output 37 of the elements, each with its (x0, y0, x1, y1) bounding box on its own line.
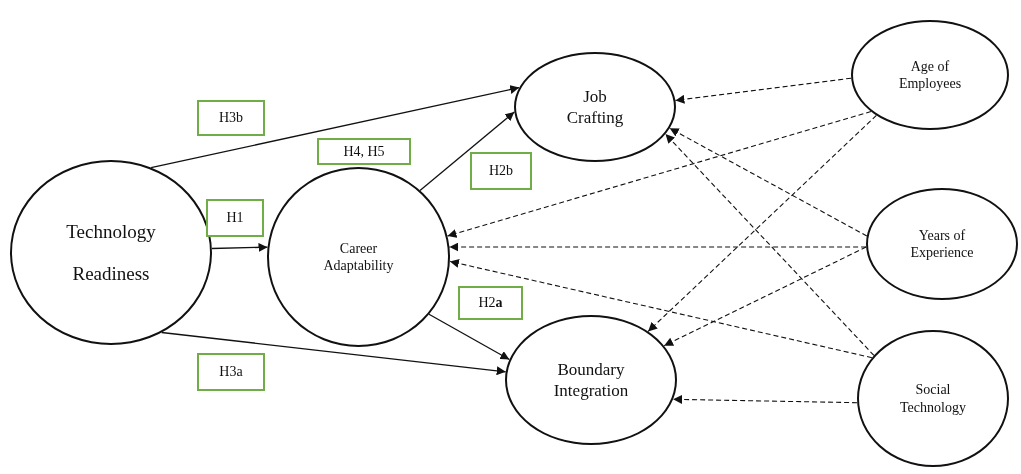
construct-ellipse (857, 330, 1009, 467)
dashed-arrow (664, 133, 875, 356)
construct-name: Years of Experience (909, 226, 975, 262)
construct-name: Job Crafting (565, 85, 625, 129)
hypothesis-label: H1 (226, 209, 244, 227)
hypothesis-label: H2a (478, 294, 503, 312)
arrow (161, 331, 507, 376)
dashed-arrow (672, 394, 858, 404)
dashed-arrow (663, 246, 867, 347)
hypothesis-label-box (470, 152, 532, 190)
construct-name: Career Adaptability (322, 239, 395, 275)
hypothesis-label-box (197, 100, 265, 136)
dashed-arrow (669, 127, 868, 237)
hypothesis-label-box (206, 199, 264, 237)
arrow (419, 111, 515, 192)
dashed-arrow (449, 259, 873, 359)
construct-ellipse (851, 20, 1009, 130)
hypothesis-label: H4, H5 (343, 142, 385, 161)
construct-name: Social Technology (899, 381, 967, 416)
arrow (211, 242, 269, 252)
hypothesis-label: H3a (219, 363, 243, 381)
dashed-arrow (448, 242, 867, 252)
dashed-arrow (674, 77, 852, 104)
hypothesis-label-box (458, 286, 523, 320)
arrow (428, 313, 511, 361)
hypothesis-label-box (317, 138, 411, 165)
construct-ellipse (866, 188, 1018, 300)
hypothesis-label: H2b (488, 162, 514, 180)
construct-name: Age of Employees (897, 57, 963, 93)
hypothesis-label: H3b (218, 109, 244, 127)
dashed-arrow (647, 114, 877, 332)
construct-ellipse (267, 167, 450, 347)
hypothesis-label-box (197, 353, 265, 391)
construct-name: Boundary Integration (552, 358, 630, 402)
arrow (150, 85, 520, 169)
construct-name: Technology Readiness (65, 219, 157, 286)
dashed-arrow (446, 110, 872, 238)
